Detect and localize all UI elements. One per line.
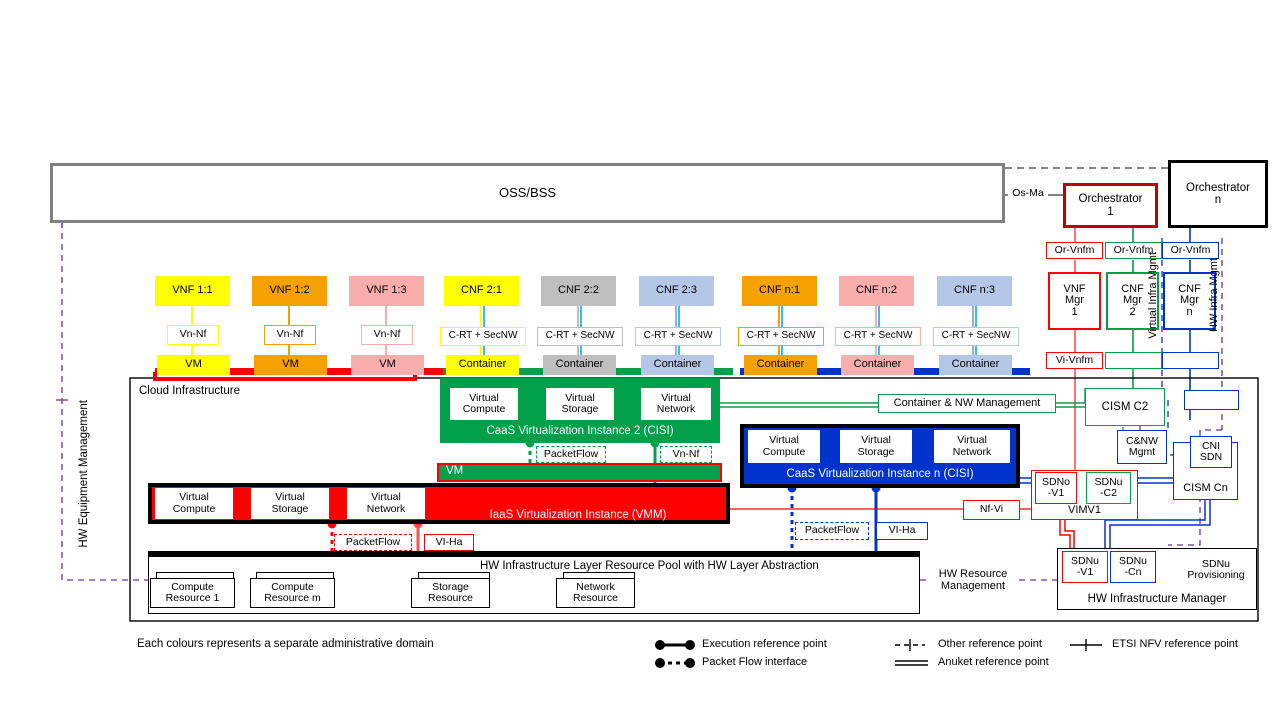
cisi2-virtual-network[interactable]: Virtual Network: [641, 388, 711, 420]
os-ma-label: Os-Ma: [1008, 186, 1048, 202]
cnf-node-4[interactable]: Container: [543, 355, 616, 375]
or-vnfm-chip-2[interactable]: Or-Vnfm: [1105, 242, 1162, 259]
cnf-ref-3[interactable]: C-RT + SecNW: [440, 327, 526, 346]
cisin-title: CaaS Virtualization Instance n (CISI): [786, 467, 974, 480]
cisi2-vm-strip[interactable]: [437, 463, 722, 482]
hw-pool-top-bar: [148, 551, 920, 557]
cnf-ref-6[interactable]: C-RT + SecNW: [738, 327, 824, 346]
legend-label-1: Packet Flow interface: [702, 656, 808, 668]
compute-resource-m[interactable]: Compute Resource m: [250, 578, 335, 608]
cnf-box-3[interactable]: CNF 2:1: [444, 276, 519, 306]
cnf-box-5[interactable]: CNF 2:3: [639, 276, 714, 306]
cnf-ref-7[interactable]: C-RT + SecNW: [835, 327, 921, 346]
cisi2-virtual-storage[interactable]: Virtual Storage: [546, 388, 614, 420]
orchestrator-1-title: Orchestrator: [1078, 193, 1143, 206]
vnf-box-0[interactable]: VNF 1:1: [155, 276, 230, 306]
legend-label-0: Execution reference point: [702, 638, 827, 650]
orchestrator-n-title: Orchestrator: [1186, 181, 1250, 194]
vnf-node-2[interactable]: VM: [351, 355, 424, 375]
cisin-virtual-network[interactable]: Virtual Network: [934, 430, 1010, 463]
iaas-vi-ha-chip[interactable]: VI-Ha: [424, 534, 474, 551]
sdnu-cn-box[interactable]: SDNu -Cn: [1110, 551, 1156, 583]
cnf-ref-5[interactable]: C-RT + SecNW: [635, 327, 721, 346]
container-nw-management-box[interactable]: Container & NW Management: [878, 394, 1056, 413]
compute-resource-1[interactable]: Compute Resource 1: [150, 578, 235, 608]
network-resource[interactable]: Network Resource: [556, 578, 635, 608]
vnf-mgr-1-box[interactable]: VNF Mgr 1: [1048, 272, 1101, 330]
iaas-block[interactable]: [148, 483, 730, 524]
vnf-ref-1[interactable]: Vn-Nf: [264, 325, 316, 345]
cisin-virtual-storage[interactable]: Virtual Storage: [840, 430, 912, 463]
vnf-ref-2[interactable]: Vn-Nf: [361, 325, 413, 345]
sdnu-provisioning-box[interactable]: SDNu Provisioning: [1178, 556, 1254, 584]
iaas-virtual-network[interactable]: Virtual Network: [347, 488, 425, 519]
or-vnfm-chip-1[interactable]: Or-Vnfm: [1046, 242, 1103, 259]
storage-resource[interactable]: Storage Resource: [411, 578, 490, 608]
sdnu-c2-box[interactable]: SDNu -C2: [1086, 472, 1131, 504]
cisin-packetflow-chip[interactable]: PacketFlow: [795, 522, 869, 540]
iaas-title: IaaS Virtualization Instance (VMM): [489, 508, 667, 521]
cnf-mgr-2-box[interactable]: CNF Mgr 2: [1106, 272, 1159, 330]
cisin-virtual-compute[interactable]: Virtual Compute: [748, 430, 820, 463]
cnf-node-6[interactable]: Container: [744, 355, 817, 375]
hw-equipment-mgmt-label: HW Equipment Management: [78, 400, 90, 548]
vnf-box-1[interactable]: VNF 1:2: [252, 276, 327, 306]
iaas-virtual-compute[interactable]: Virtual Compute: [155, 488, 233, 519]
hw-pool-title: HW Infrastructure Layer Resource Pool wi…: [480, 560, 819, 572]
cisin-vi-ha-chip[interactable]: VI-Ha: [876, 522, 928, 540]
footnote: Each colours represents a separate admin…: [137, 638, 434, 650]
hw-resource-mgmt-label: HW Resource Management: [928, 566, 1018, 596]
sdnu-v1-box[interactable]: SDNu -V1: [1062, 551, 1108, 583]
cnf-mgr-n-ref-chip-lower[interactable]: [1184, 390, 1239, 410]
cloud-infrastructure-label: Cloud Infrastructure: [137, 385, 242, 397]
cism-c2-box[interactable]: CISM C2: [1085, 388, 1165, 426]
cisi2-title: CaaS Virtualization Instance 2 (CISI): [486, 424, 674, 437]
cni-sdn-box[interactable]: CNI SDN: [1190, 436, 1232, 468]
cisi2-packetflow-chip[interactable]: PacketFlow: [536, 446, 606, 463]
c-nw-mgmt-box[interactable]: C&NW Mgmt: [1117, 430, 1167, 464]
cisi2-vm-label: VM: [446, 465, 464, 477]
nf-vi-chip[interactable]: Nf-Vi: [963, 500, 1020, 520]
hw-infra-mgmt-label: HW Infra Mgmt: [1208, 258, 1220, 332]
vnf-ref-0[interactable]: Vn-Nf: [167, 325, 219, 345]
cisi2-vn-nf-chip[interactable]: Vn-Nf: [660, 446, 712, 463]
vnf-node-1[interactable]: VM: [254, 355, 327, 375]
cnf-box-8[interactable]: CNF n:3: [937, 276, 1012, 306]
legend: Execution reference point Packet Flow in…: [650, 634, 1270, 674]
oss-bss-label: OSS/BSS: [498, 185, 557, 201]
legend-label-3: Anuket reference point: [938, 656, 1049, 668]
orchestrator-n-index: n: [1214, 194, 1222, 206]
orchestrator-1-box[interactable]: Orchestrator 1: [1063, 183, 1158, 228]
cnf-ref-8[interactable]: C-RT + SecNW: [933, 327, 1019, 346]
sdno-v1-box[interactable]: SDNo -V1: [1035, 472, 1077, 504]
cnf-node-3[interactable]: Container: [446, 355, 519, 375]
orchestrator-n-box[interactable]: Orchestrator n: [1168, 160, 1268, 228]
or-vnfm-chip-3[interactable]: Or-Vnfm: [1162, 242, 1219, 259]
cnf-box-6[interactable]: CNF n:1: [742, 276, 817, 306]
cnf-mgr-n-ref-chip[interactable]: [1162, 352, 1219, 369]
vi-vnfm-chip[interactable]: Vi-Vnfm: [1046, 352, 1103, 369]
virtual-infra-mgmt-label: Virtual Infra Mgmt: [1147, 252, 1159, 339]
legend-label-4: ETSI NFV reference point: [1112, 638, 1238, 650]
orchestrator-1-index: 1: [1107, 205, 1114, 218]
cnf-node-7[interactable]: Container: [841, 355, 914, 375]
legend-label-2: Other reference point: [938, 638, 1042, 650]
legend-glyphs: [655, 639, 1102, 668]
cnf-ref-4[interactable]: C-RT + SecNW: [537, 327, 623, 346]
cnf-mgr-n-box[interactable]: CNF Mgr n: [1163, 272, 1216, 330]
cnf-node-5[interactable]: Container: [641, 355, 714, 375]
iaas-packetflow-chip[interactable]: PacketFlow: [334, 534, 412, 551]
iaas-virtual-storage[interactable]: Virtual Storage: [251, 488, 329, 519]
cisi2-virtual-compute[interactable]: Virtual Compute: [450, 388, 518, 420]
vnf-box-2[interactable]: VNF 1:3: [349, 276, 424, 306]
cnf-box-4[interactable]: CNF 2:2: [541, 276, 616, 306]
vnf-node-0[interactable]: VM: [157, 355, 230, 375]
oss-bss-box[interactable]: OSS/BSS: [50, 163, 1005, 223]
cnf-box-7[interactable]: CNF n:2: [839, 276, 914, 306]
cnf-mgr-2-ref-chip[interactable]: [1105, 352, 1162, 369]
cnf-node-8[interactable]: Container: [939, 355, 1012, 375]
